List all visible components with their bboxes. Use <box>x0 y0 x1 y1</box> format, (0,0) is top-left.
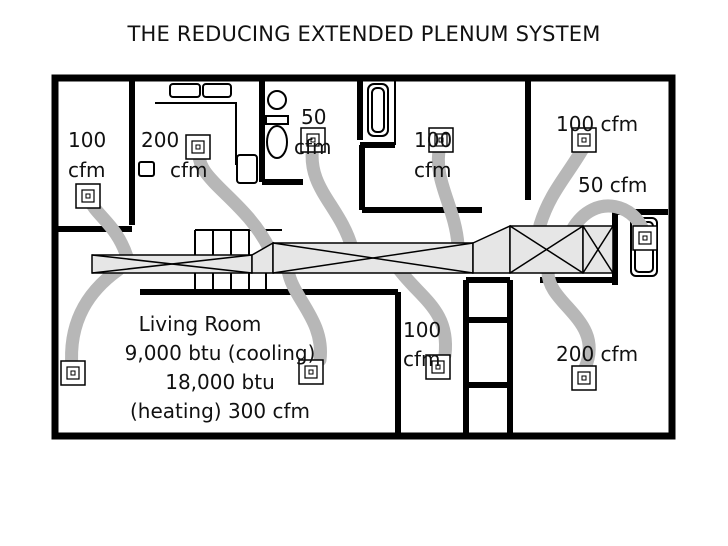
living-room-heating-btu: 18,000 btu <box>165 370 275 394</box>
diagram-title: THE REDUCING EXTENDED PLENUM SYSTEM <box>127 22 601 46</box>
register-room3 <box>428 127 454 153</box>
flex-ducts <box>65 138 652 375</box>
register-bath2 <box>632 225 658 251</box>
bed-furniture <box>138 83 258 184</box>
bath-cfm-value: 50 <box>301 105 327 129</box>
room3-cfm-unit: cfm <box>414 158 452 182</box>
room1-cfm-value: 100 <box>68 128 107 152</box>
bath-cfm-unit: cfm <box>294 135 332 159</box>
room6-cfm: 200 cfm <box>556 342 639 366</box>
register-room6 <box>571 365 597 391</box>
room1-cfm-unit: cfm <box>68 158 106 182</box>
register-living-left <box>60 360 86 386</box>
flex-duct-room5 <box>391 261 453 362</box>
flex-duct-living-right <box>281 263 327 367</box>
plenum-trunk <box>91 224 614 274</box>
living-room-heating-cfm: (heating) 300 cfm <box>129 399 311 423</box>
living-room-name: Living Room <box>138 312 262 336</box>
flex-duct-living-left <box>65 263 125 375</box>
flex-duct-room3 <box>431 138 465 252</box>
room4-cfm: 100 cfm <box>556 112 639 136</box>
trunk-transition-2 <box>472 224 511 274</box>
register-room5 <box>425 354 451 380</box>
flex-duct-bath <box>305 138 359 255</box>
flex-duct-room6 <box>541 265 596 375</box>
room2-cfm-unit: cfm <box>170 158 208 182</box>
room2-cfm-value: 200 <box>141 128 180 152</box>
register-room4 <box>571 127 597 153</box>
bath2-cfm: 50 cfm <box>578 173 648 197</box>
room3-cfm-value: 100 <box>414 128 453 152</box>
register-living-right <box>298 359 324 385</box>
outer-wall <box>51 74 676 440</box>
register-room1 <box>75 183 101 209</box>
living-room-cooling: 9,000 btu (cooling) <box>124 341 316 365</box>
room5-cfm-value: 100 <box>403 318 442 342</box>
registers <box>60 127 658 391</box>
flex-duct-room4 <box>533 138 592 232</box>
room5-cfm-unit: cfm <box>403 347 441 371</box>
register-bath <box>300 127 326 153</box>
register-room2 <box>185 134 211 160</box>
